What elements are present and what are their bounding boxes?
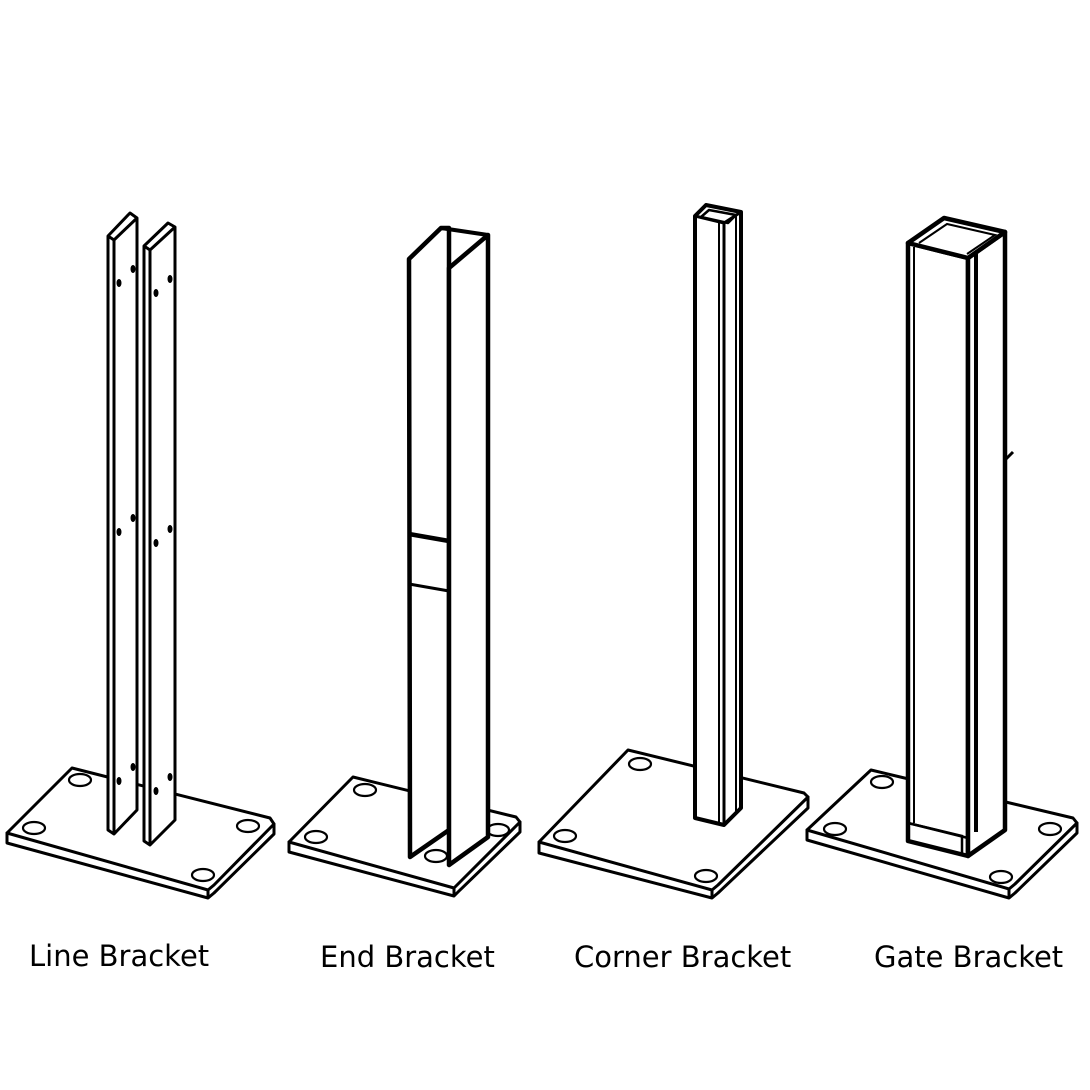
gate-bracket-label: Gate Bracket: [874, 940, 1064, 974]
end-bracket-drawing: [287, 225, 522, 898]
corner-bracket-label: Corner Bracket: [574, 940, 792, 974]
corner-bracket-drawing: [537, 203, 810, 900]
gate-bracket-drawing: [805, 215, 1079, 900]
line-bracket-drawing: [5, 211, 276, 900]
line-bracket-label: Line Bracket: [29, 939, 210, 973]
end-bracket-label: End Bracket: [320, 940, 495, 974]
